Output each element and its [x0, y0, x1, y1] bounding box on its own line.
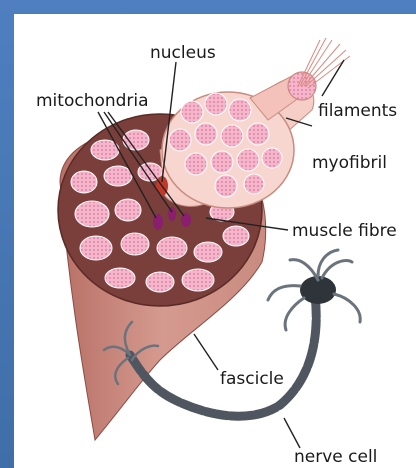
- label-muscle-fibre: muscle fibre: [292, 221, 397, 241]
- myofibril-cross-section: [181, 101, 203, 123]
- filaments-pointer: [322, 60, 344, 96]
- nerve-cell-pointer: [284, 418, 300, 448]
- fibre-bundle: [75, 201, 109, 227]
- fibre-bundle: [80, 236, 112, 260]
- fibre-bundle: [157, 237, 187, 259]
- fibre-bundle: [223, 226, 249, 246]
- myofibril-cross-section: [205, 93, 227, 115]
- fibre-bundle: [105, 268, 135, 288]
- fibre-bundle: [123, 130, 149, 150]
- fibre-bundle: [194, 242, 222, 262]
- myofibril-cross-section: [229, 99, 251, 121]
- myofibril-cross-section: [215, 175, 237, 197]
- fibre-bundle: [104, 166, 132, 186]
- myofibril-cross-section: [211, 151, 233, 173]
- label-nerve-cell: nerve cell: [294, 447, 377, 467]
- myofibril-cross-section: [247, 123, 269, 145]
- myofibril-cross-section: [244, 174, 264, 194]
- fascicle-pointer: [194, 334, 218, 370]
- label-myofibril: myofibril: [312, 153, 387, 173]
- filament-strand: [304, 44, 340, 86]
- myofibril-cross-section: [169, 129, 191, 151]
- fibre-bundle: [121, 233, 149, 255]
- filament-strand: [306, 50, 346, 86]
- fibre-bundle: [115, 199, 141, 221]
- fibre-bundle: [182, 269, 214, 291]
- fibre-bundle: [71, 171, 97, 193]
- myofibril-cross-section: [185, 153, 207, 175]
- myofibril-cross-section: [262, 148, 282, 168]
- myofibril-cross-section: [237, 149, 259, 171]
- myofibril-cross-section: [195, 123, 217, 145]
- fibre-bundle: [146, 272, 174, 292]
- label-nucleus: nucleus: [150, 43, 216, 63]
- label-mitochondria: mitochondria: [36, 91, 149, 111]
- label-filaments: filaments: [318, 101, 397, 121]
- myofibril-cross-section: [221, 125, 243, 147]
- label-fascicle: fascicle: [220, 369, 284, 389]
